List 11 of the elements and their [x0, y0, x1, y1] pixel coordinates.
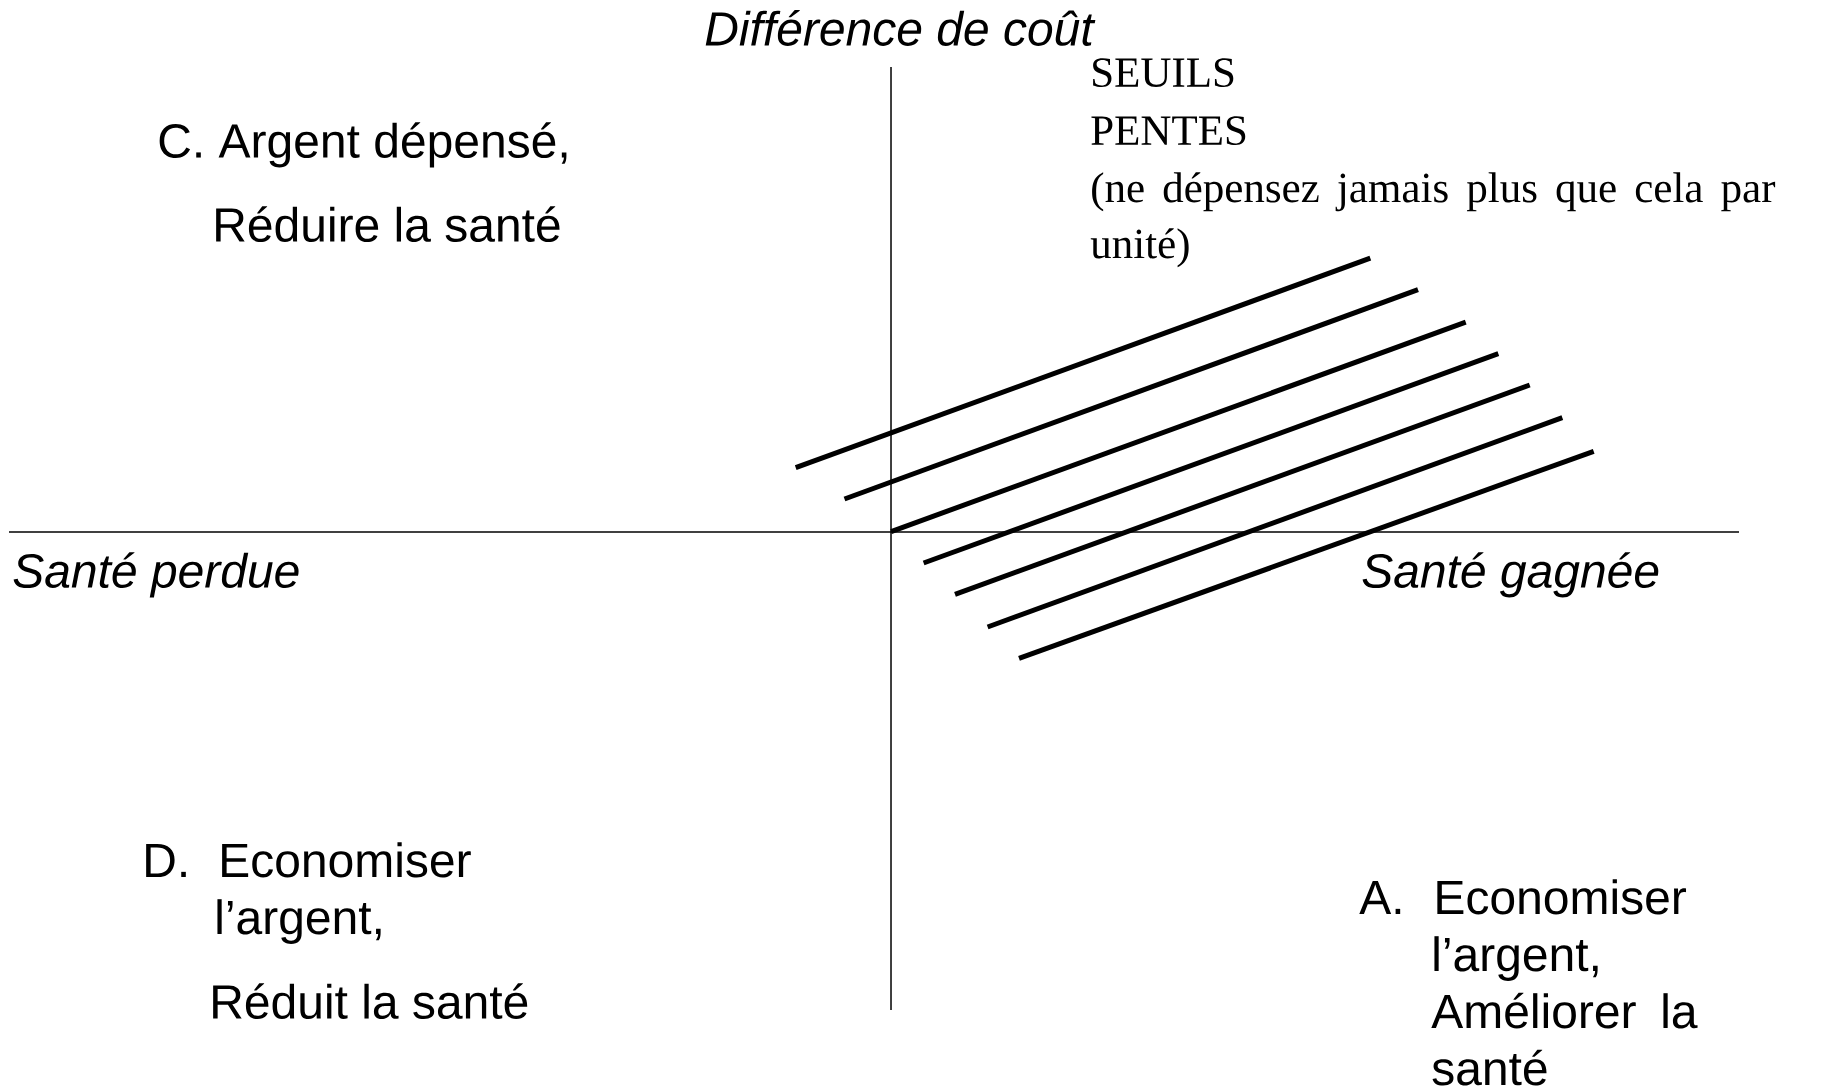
- quadrant-label: D. Economiser l’argent,: [146, 842, 471, 944]
- axis-label: Santé perdue: [13, 552, 299, 598]
- chart-note: PENTES: [1091, 116, 1246, 146]
- quadrant-label: Réduire la santé: [216, 206, 560, 242]
- chart-note: SEUILS: [1093, 58, 1234, 88]
- quadrant-label: Réduit la santé: [213, 983, 528, 1019]
- quadrant-label: A. Economiser l’argent, Améliorer la santé: [1359, 879, 1698, 1086]
- chart-note: (ne dépensez jamais plus que cela par unité): [1090, 172, 1776, 268]
- quadrant-label: C. Argent dépensé,: [159, 122, 567, 168]
- axis-label: Différence de coût: [705, 10, 1096, 46]
- axis-label: Santé gagnée: [1362, 552, 1659, 598]
